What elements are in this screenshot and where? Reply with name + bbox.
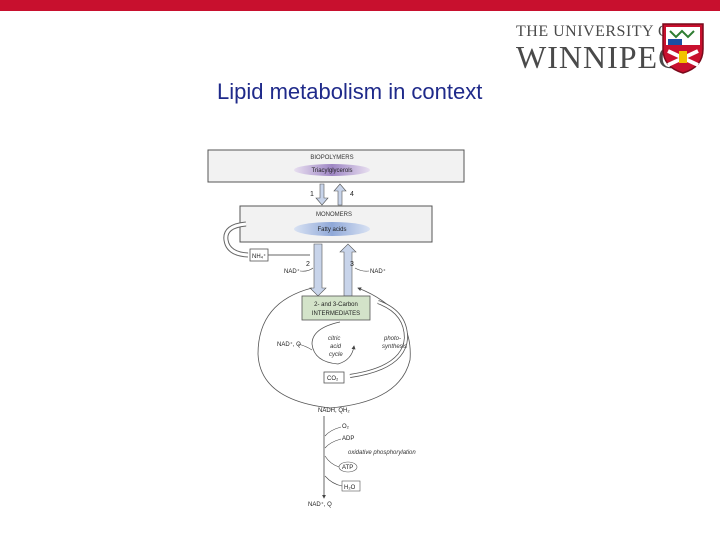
step4-label: 4 xyxy=(350,191,354,198)
co2-box xyxy=(323,371,345,384)
step1-label: 1 xyxy=(310,191,314,198)
triacylglycerols-oval xyxy=(294,164,370,176)
nad-q-bottom-label: NAD⁺, Q xyxy=(308,501,332,508)
monomers-label: MONOMERS xyxy=(316,212,352,218)
nh4-label: NH₄⁺ xyxy=(252,253,266,260)
nad-left-curve xyxy=(299,267,314,272)
atp-curve xyxy=(324,455,340,468)
co2-label: CO₂ xyxy=(327,376,339,382)
lipid-metabolism-diagram: BIOPOLYMERS Triacylglycerols 1 4 MONOMER… xyxy=(207,149,465,508)
adp-label: ADP xyxy=(342,436,354,442)
fatty-acids-label: Fatty acids xyxy=(317,227,346,233)
step3-label: 3 xyxy=(350,261,354,268)
nad-right-curve xyxy=(354,267,370,272)
nad-q-curve xyxy=(297,343,313,351)
intermediates-line1: 2- and 3-Carbon xyxy=(314,302,358,308)
top-accent-bar xyxy=(0,0,720,11)
nad-q-label: NAD⁺, Q xyxy=(277,341,301,348)
university-crest-icon xyxy=(662,23,704,74)
biopolymers-label: BIOPOLYMERS xyxy=(310,155,353,161)
arrow-step3 xyxy=(339,243,357,297)
h2o-curve xyxy=(324,475,343,487)
fatty-acids-oval xyxy=(294,222,370,236)
nh4-loop-arrow-inner xyxy=(224,222,249,257)
o2-label: O₂ xyxy=(342,424,350,430)
intermediates-line2: INTERMEDIATES xyxy=(312,311,360,317)
nadh-qh2-label: NADH, QH₂ xyxy=(318,408,350,414)
citric-line1: citric xyxy=(328,336,340,342)
oxphos-label: oxidative phosphorylation xyxy=(348,450,416,456)
slide-title: Lipid metabolism in context xyxy=(217,79,483,104)
nad-left-label: NAD⁺ xyxy=(284,268,300,275)
citric-line3: cycle xyxy=(329,352,343,358)
citric-line2: acid xyxy=(330,344,342,350)
adp-curve xyxy=(324,438,342,449)
citric-cycle-arrow xyxy=(311,321,356,365)
h2o-label: H₂O xyxy=(344,485,356,491)
university-logo: THE UNIVERSITY OF WINNIPEG xyxy=(514,21,709,77)
photo-line1: photo- xyxy=(383,336,401,342)
nad-right-label: NAD⁺ xyxy=(370,268,386,275)
step2-label: 2 xyxy=(306,261,310,268)
photosynthesis-loop-inner xyxy=(349,300,408,378)
logo-text-line2: WINNIPEG xyxy=(516,39,683,75)
arrow-step2 xyxy=(309,243,327,297)
intermediates-box xyxy=(301,295,371,321)
logo-text-line1: THE UNIVERSITY OF xyxy=(516,23,680,40)
atp-label: ATP xyxy=(342,465,353,471)
arrow-step1 xyxy=(315,183,329,206)
photo-line2: synthesis xyxy=(382,344,407,350)
triacylglycerols-label: Triacylglycerols xyxy=(311,168,352,174)
o2-curve xyxy=(324,426,342,437)
arrow-step4 xyxy=(333,183,347,206)
